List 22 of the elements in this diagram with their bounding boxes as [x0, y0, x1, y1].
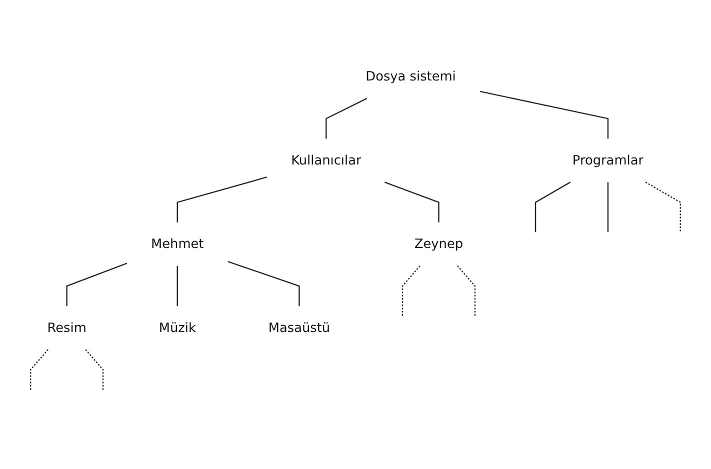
dotted-line: [402, 266, 420, 316]
connector-line: [384, 182, 440, 222]
connector-line: [607, 182, 609, 232]
connector-line: [176, 176, 268, 222]
node-label: Kullanıcılar: [291, 151, 362, 170]
connector-line: [66, 262, 128, 306]
node-label: Dosya sistemi: [366, 68, 456, 86]
node-label: Müzik: [158, 318, 196, 338]
connector-line: [176, 266, 178, 306]
dotted-line: [30, 349, 48, 390]
dotted-line: [85, 349, 104, 390]
dotted-line: [645, 182, 682, 232]
node-label: Masaüstü: [268, 318, 330, 338]
node-label: Programlar: [572, 151, 644, 170]
connector-line: [480, 90, 609, 139]
connector-line: [534, 182, 571, 232]
connector-line: [326, 98, 368, 139]
node-label: Mehmet: [151, 235, 204, 254]
node-label: Zeynep: [414, 235, 464, 254]
connector-line: [228, 260, 300, 306]
node-label: Resim: [47, 318, 86, 338]
dotted-line: [457, 266, 476, 316]
